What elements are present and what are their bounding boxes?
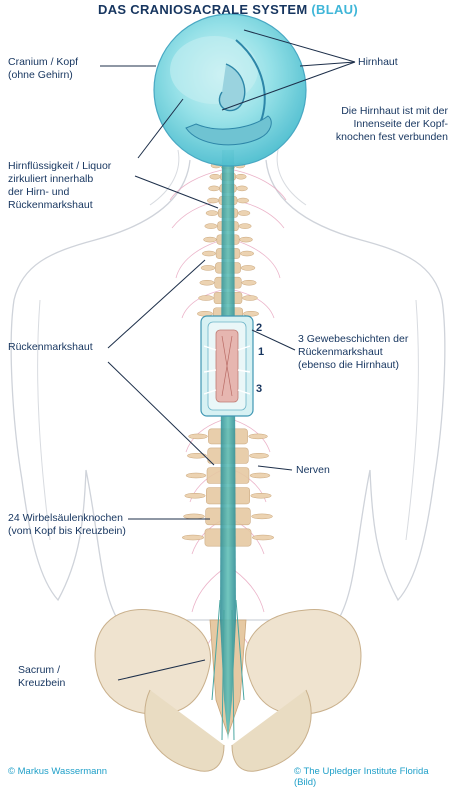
label-liquor: Hirnflüssigkeit / Liquor zirkuliert inne… [8,160,112,211]
cranium [153,13,307,167]
vertebra-process [187,452,207,459]
vertebra-process [251,513,273,520]
vertebra-process [242,295,258,301]
vertebra-process [248,433,268,440]
spinal-cord [220,150,236,740]
label-hirnhaut: Hirnhaut [358,56,398,68]
vertebra-process [198,295,214,301]
pelvis [94,609,362,772]
label-cranium: Cranium / Kopf (ohne Gehirn) [8,56,79,81]
vertebra-process [182,534,204,541]
cauda-equina [211,599,245,741]
neck-right [276,149,307,206]
vertebra-process [237,197,249,204]
label-nerven: Nerven [296,464,330,476]
vertebra-process [236,185,248,192]
vertebra-process [183,513,205,520]
vertebra-process [200,265,216,271]
vertebra-process [237,210,251,216]
diagram-title: DAS CRANIOSACRALE SYSTEM (BLAU) [0,2,456,17]
vertebra-process [241,279,257,286]
title-main: DAS CRANIOSACRALE SYSTEM [98,2,308,17]
title-accent: (BLAU) [311,2,358,17]
vertebra-process [250,492,272,499]
leader-lines [100,29,356,681]
vertebra-process [185,472,207,479]
arm-right [405,299,419,541]
arm-left [37,299,51,541]
vertebra-process [243,310,259,317]
vertebra-process [203,236,217,243]
layer-number-2: 2 [256,322,263,334]
vertebra-process [188,433,208,440]
vertebra-process [252,534,274,541]
label-rueckenmarkshaut: Rückenmarkshaut [8,341,93,353]
neck-left [149,149,180,206]
vertebra-process [249,472,271,479]
vertebra-process [208,185,220,192]
vertebra-process [238,223,252,229]
vertebra-process [207,197,219,204]
meninges-window [200,315,254,417]
label-gewebeschichten: 3 Gewebeschichten der Rückenmarkshaut (e… [298,333,409,371]
vertebra-process [240,250,254,257]
vertebra-process [209,173,221,180]
credit-right: © The Upledger Institute Florida (Bild) [294,766,429,788]
vertebra-process [235,173,247,180]
label-sacrum: Sacrum / Kreuzbein [18,664,66,689]
layer-number-3: 3 [256,383,263,395]
vertebra-process [202,250,216,257]
vertebra-process [204,223,218,229]
vertebra-process [199,279,215,286]
credit-left: © Markus Wassermann [8,766,108,777]
vertebra-process [205,210,219,216]
vertebra-process [240,265,256,271]
label-hirnhaut-note: Die Hirnhaut ist mit der Innenseite der … [335,105,448,143]
label-wirbel: 24 Wirbelsäulenknochen (vom Kopf bis Kre… [8,512,126,537]
layer-number-1: 1 [258,346,265,358]
vertebra-process [249,452,269,459]
vertebra-process [239,236,253,243]
vertebra-process [184,492,206,499]
